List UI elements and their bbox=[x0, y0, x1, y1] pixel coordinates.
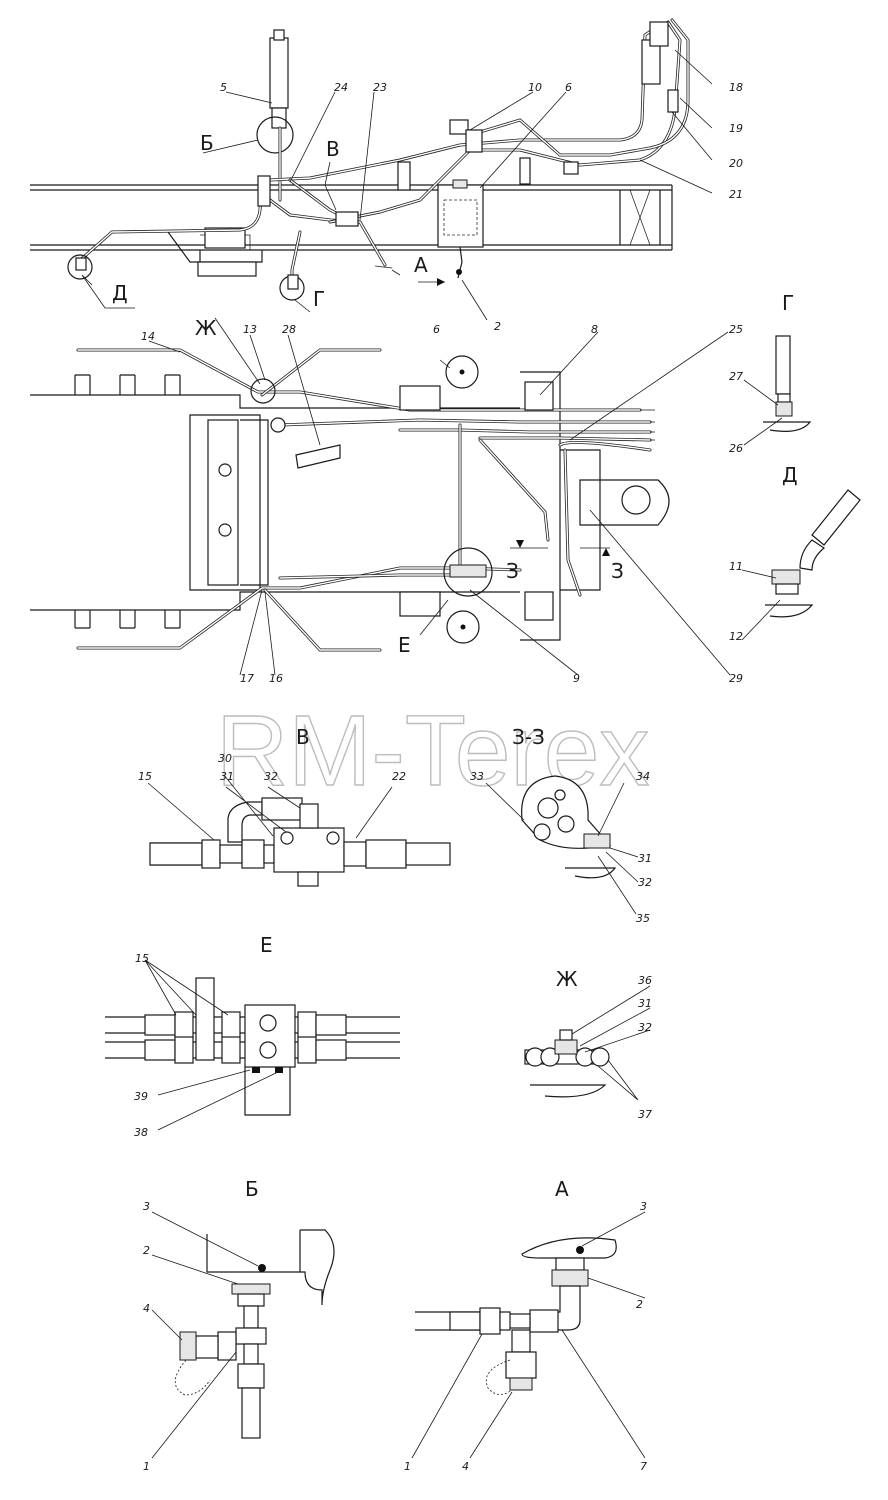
svg-text:29: 29 bbox=[729, 672, 743, 685]
detail-zh bbox=[524, 985, 651, 1101]
svg-text:37: 37 bbox=[638, 1108, 652, 1121]
watermark: RM-Terex bbox=[216, 695, 649, 807]
svg-text:25: 25 bbox=[729, 323, 743, 336]
labels: Б В А Д Г Ж Е З З Г Д В З-З Е Ж Б А 5 24… bbox=[112, 81, 798, 1473]
svg-text:3: 3 bbox=[640, 1200, 647, 1213]
svg-text:7: 7 bbox=[640, 1460, 647, 1473]
svg-text:Б: Б bbox=[245, 1177, 259, 1201]
svg-text:З: З bbox=[611, 559, 624, 583]
svg-text:9: 9 bbox=[573, 672, 580, 685]
svg-text:3: 3 bbox=[143, 1200, 150, 1213]
detail-d bbox=[741, 489, 861, 641]
svg-text:22: 22 bbox=[392, 770, 406, 783]
svg-text:12: 12 bbox=[729, 630, 743, 643]
svg-text:Д: Д bbox=[782, 463, 798, 487]
svg-text:З: З bbox=[506, 559, 519, 583]
svg-text:В: В bbox=[296, 725, 310, 749]
svg-text:Е: Е bbox=[260, 933, 273, 957]
svg-text:30: 30 bbox=[218, 752, 232, 765]
svg-text:21: 21 bbox=[729, 188, 743, 201]
svg-text:4: 4 bbox=[143, 1302, 150, 1315]
svg-text:34: 34 bbox=[636, 770, 650, 783]
svg-text:32: 32 bbox=[638, 1021, 652, 1034]
svg-text:Е: Е bbox=[398, 633, 411, 657]
svg-text:1: 1 bbox=[143, 1460, 150, 1473]
svg-text:32: 32 bbox=[264, 770, 278, 783]
svg-text:8: 8 bbox=[591, 323, 598, 336]
svg-text:20: 20 bbox=[729, 157, 743, 170]
svg-text:32: 32 bbox=[638, 876, 652, 889]
svg-text:33: 33 bbox=[470, 770, 484, 783]
detail-a bbox=[411, 1211, 646, 1459]
svg-text:24: 24 bbox=[334, 81, 348, 94]
svg-text:31: 31 bbox=[638, 997, 652, 1010]
svg-text:27: 27 bbox=[729, 370, 743, 383]
svg-text:15: 15 bbox=[138, 770, 152, 783]
svg-text:А: А bbox=[555, 1177, 569, 1201]
svg-text:13: 13 bbox=[243, 323, 257, 336]
svg-text:18: 18 bbox=[729, 81, 743, 94]
svg-text:Д: Д bbox=[112, 281, 128, 305]
svg-text:Ж: Ж bbox=[556, 967, 578, 991]
svg-text:Г: Г bbox=[782, 291, 794, 315]
svg-text:Г: Г bbox=[313, 287, 325, 311]
svg-text:11: 11 bbox=[729, 560, 743, 573]
detail-e bbox=[105, 959, 400, 1131]
svg-text:Ж: Ж bbox=[195, 316, 217, 340]
detail-v bbox=[147, 774, 451, 887]
svg-text:35: 35 bbox=[636, 912, 650, 925]
svg-text:2: 2 bbox=[494, 320, 501, 333]
detail-b bbox=[151, 1211, 335, 1459]
svg-text:19: 19 bbox=[729, 122, 743, 135]
top-view bbox=[30, 18, 713, 321]
svg-text:31: 31 bbox=[220, 770, 234, 783]
svg-text:В: В bbox=[326, 137, 340, 161]
svg-text:28: 28 bbox=[282, 323, 296, 336]
svg-text:Б: Б bbox=[200, 131, 214, 155]
detail-g bbox=[743, 335, 812, 446]
svg-text:З-З: З-З bbox=[512, 725, 545, 749]
svg-text:36: 36 bbox=[638, 974, 652, 987]
svg-text:17: 17 bbox=[240, 672, 254, 685]
svg-text:38: 38 bbox=[134, 1126, 148, 1139]
svg-text:23: 23 bbox=[373, 81, 387, 94]
svg-text:10: 10 bbox=[528, 81, 542, 94]
svg-text:15: 15 bbox=[135, 952, 149, 965]
svg-text:2: 2 bbox=[143, 1244, 150, 1257]
svg-text:6: 6 bbox=[565, 81, 572, 94]
svg-text:1: 1 bbox=[404, 1460, 411, 1473]
svg-text:2: 2 bbox=[636, 1298, 643, 1311]
svg-text:4: 4 bbox=[462, 1460, 469, 1473]
svg-text:31: 31 bbox=[638, 852, 652, 865]
svg-text:6: 6 bbox=[433, 323, 440, 336]
plan-view bbox=[30, 317, 731, 676]
svg-text:16: 16 bbox=[269, 672, 283, 685]
svg-text:14: 14 bbox=[141, 330, 155, 343]
detail-zz bbox=[485, 775, 639, 915]
svg-text:39: 39 bbox=[134, 1090, 148, 1103]
svg-text:26: 26 bbox=[729, 442, 743, 455]
svg-text:5: 5 bbox=[220, 81, 227, 94]
svg-text:А: А bbox=[414, 253, 428, 277]
